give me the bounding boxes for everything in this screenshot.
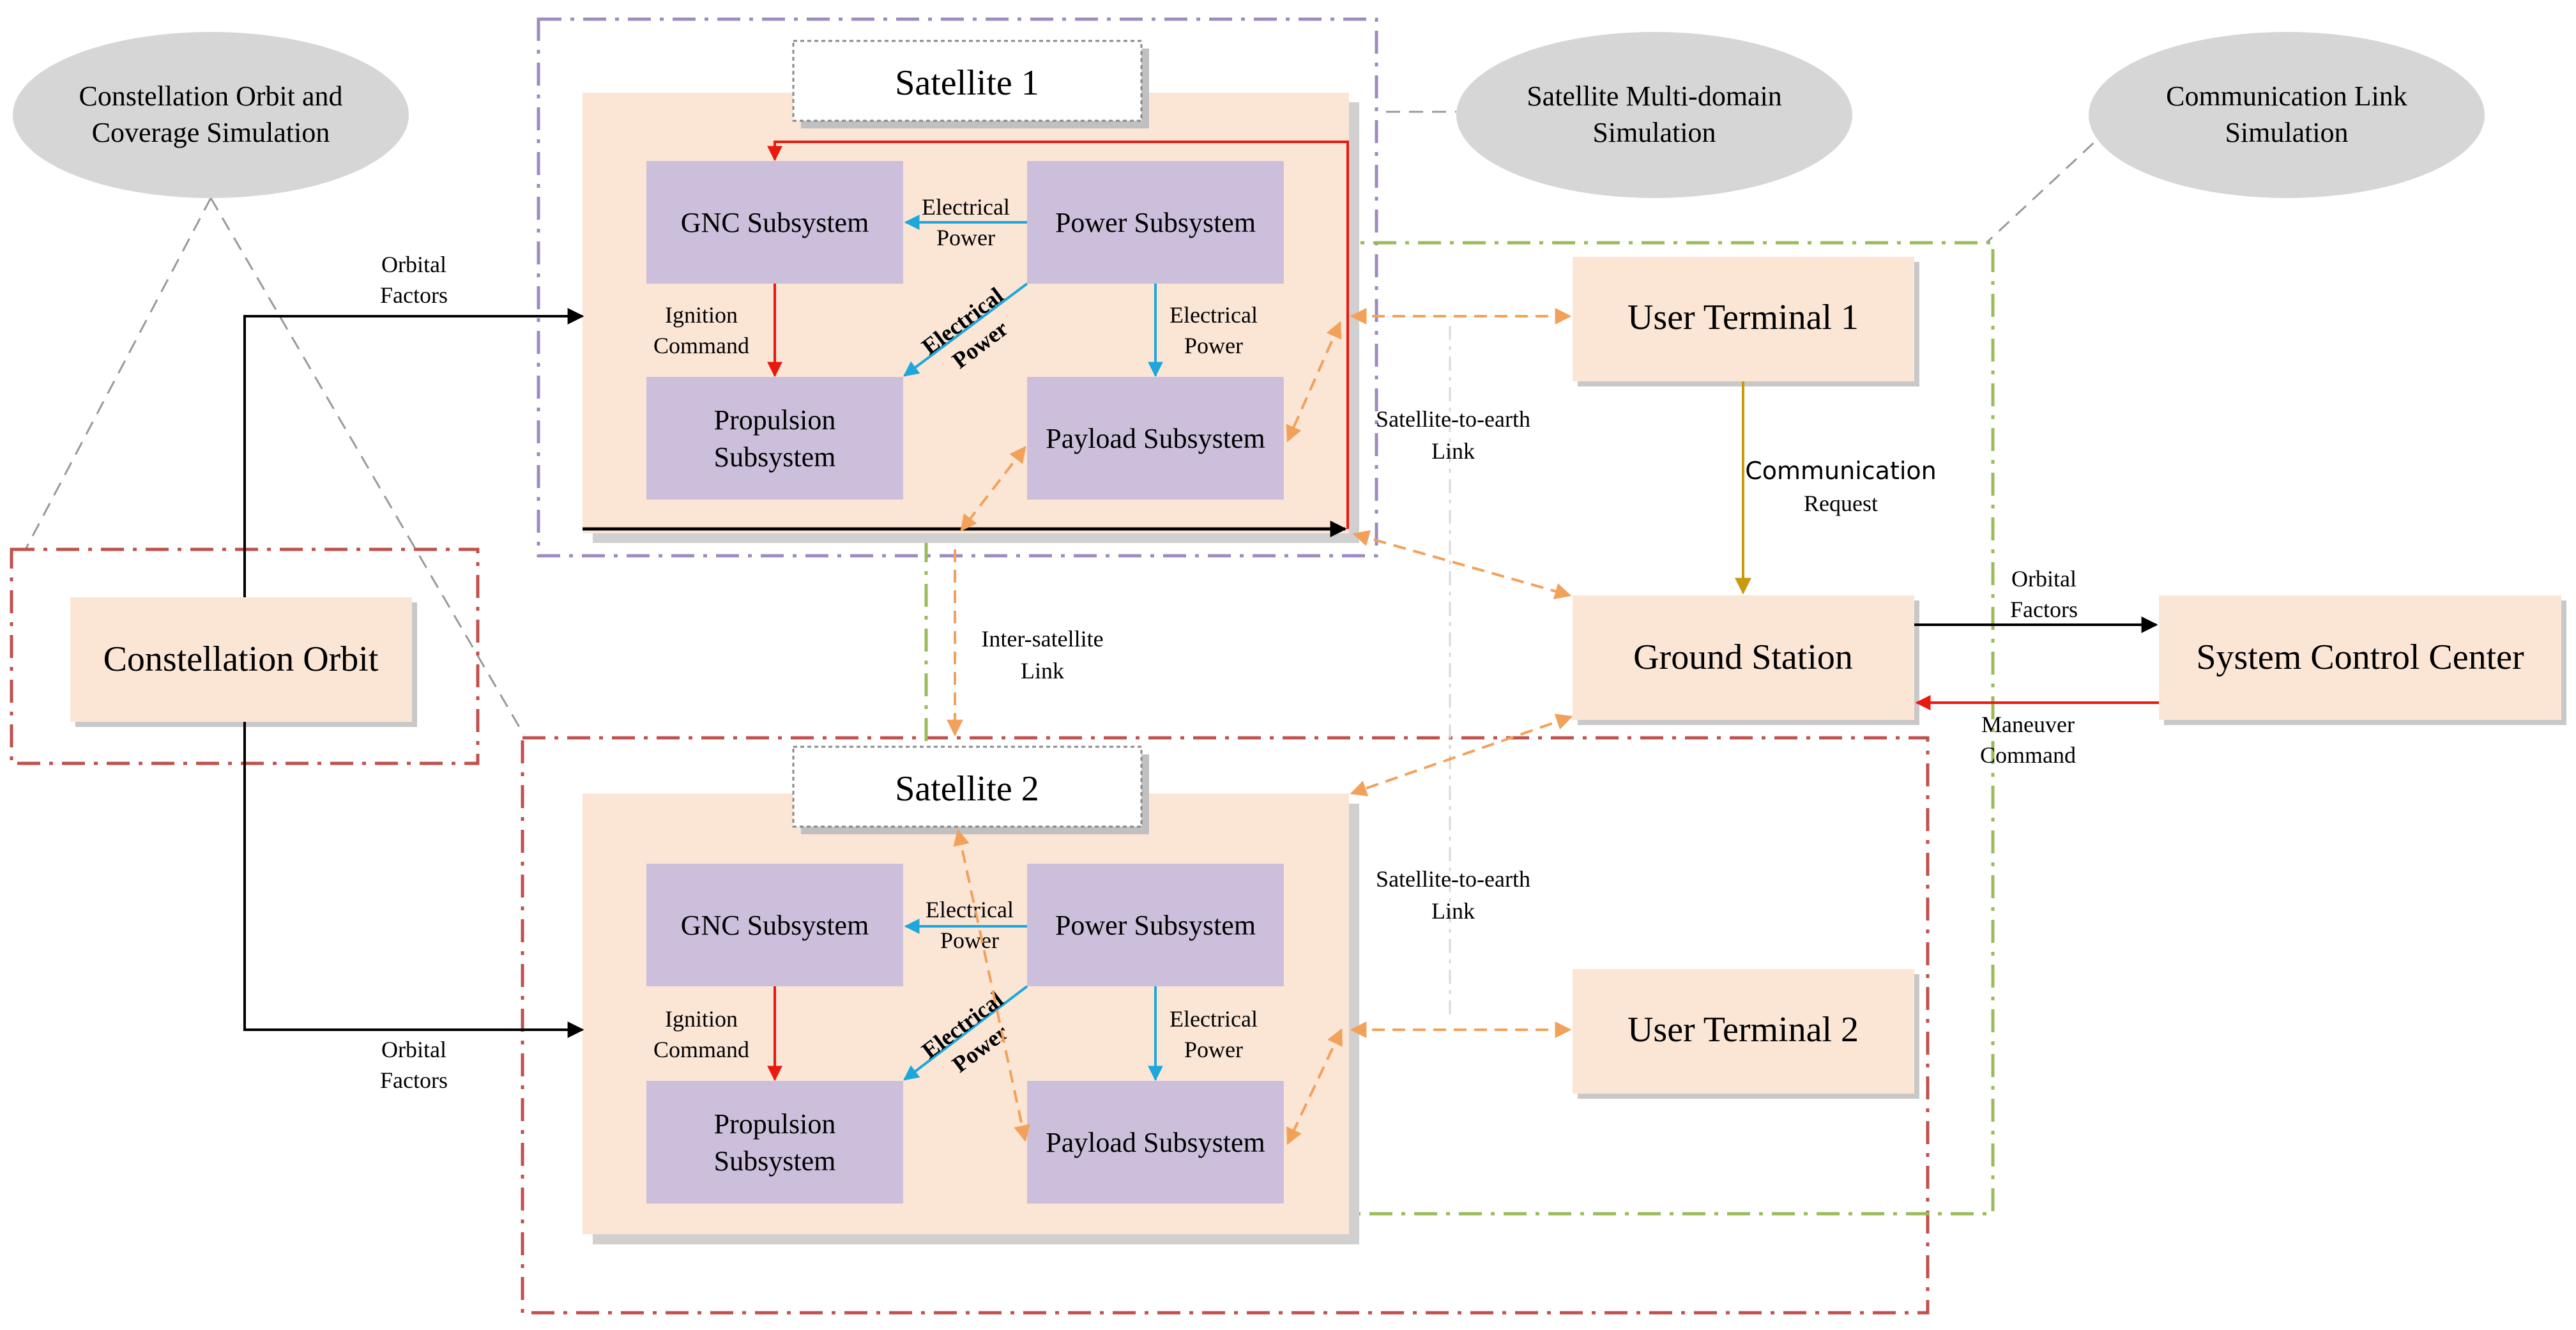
satellite2-title: Satellite 2	[895, 769, 1039, 809]
orange-links	[947, 308, 1573, 1145]
power-to-gnc-label-2: Power	[940, 928, 999, 953]
orbital-factors-bottom-arrow	[243, 722, 584, 1038]
payload-subsystem-1-label: Payload Subsystem	[1046, 423, 1265, 454]
ellipse-text: Constellation Orbit and	[79, 80, 342, 112]
propulsion-subsystem-2	[646, 1081, 903, 1204]
constellation-sim-ellipse: Constellation Orbit and Coverage Simulat…	[13, 32, 409, 198]
satellite1-title-box	[792, 40, 1143, 122]
power-subsystem-1	[1027, 161, 1284, 284]
comm-link-frame	[924, 241, 1995, 1216]
ellipse-text: Simulation	[1592, 117, 1716, 148]
gnc-subsystem-2-label: GNC Subsystem	[681, 910, 869, 941]
sat-to-earth-1-label: Satellite-to-earth	[1376, 406, 1530, 432]
orbital-factors-bottom-label: Orbital	[381, 1037, 446, 1062]
maneuver-command-label: Command	[1980, 742, 2076, 768]
ellipse-text: Coverage Simulation	[92, 117, 330, 148]
ellipse-text: Satellite Multi-domain	[1527, 80, 1782, 112]
power-to-gnc-label-1: Power	[936, 225, 995, 250]
payload-subsystem-1	[1027, 377, 1284, 500]
gs-orbital-factors-label: Orbital	[2011, 566, 2077, 592]
orbital-factors-top-arrow	[243, 308, 584, 597]
satellite1: Satellite 1 GNC Subsystem Power Subsyste…	[583, 40, 1359, 543]
orbital-factors-top-label: Orbital	[381, 252, 446, 277]
comm-link-sim-ellipse: Communication Link Simulation	[2089, 32, 2485, 198]
propulsion-subsystem-1-label: Propulsion	[714, 404, 836, 436]
payload-subsystem-2	[1027, 1081, 1284, 1204]
multidomain-sim-ellipse: Satellite Multi-domain Simulation	[1456, 32, 1852, 198]
ignition-label-1: Ignition	[665, 302, 738, 328]
satellite1-frame	[537, 17, 1378, 558]
ground-station-node: Ground Station	[1573, 595, 1919, 725]
user-terminal-2-label: User Terminal 2	[1627, 1010, 1859, 1050]
power-subsystem-2	[1027, 864, 1284, 986]
power-subsystem-2-label: Power Subsystem	[1055, 910, 1256, 941]
inter-satellite-label: Inter-satellite	[981, 626, 1103, 652]
ellipse-text: Communication Link	[2166, 80, 2407, 112]
sat-to-earth-1-label: Link	[1431, 438, 1475, 464]
satellite1-title: Satellite 1	[895, 63, 1039, 103]
ellipse-text: Simulation	[2225, 117, 2348, 148]
ignition-label-1: Command	[653, 333, 749, 358]
user-terminal-1-node: User Terminal 1	[1573, 257, 1919, 386]
satellite2-frame	[521, 736, 1930, 1315]
gnc-subsystem-2	[646, 864, 903, 986]
power-to-gnc-label-1: Electrical	[922, 194, 1010, 220]
propulsion-subsystem-1-label: Subsystem	[714, 441, 836, 473]
power-to-payload-label-2: Power	[1184, 1037, 1243, 1062]
communication-label: Communication	[1745, 457, 1937, 485]
power-to-gnc-label-2: Electrical	[926, 897, 1014, 922]
feedback-loop-1	[767, 141, 1349, 529]
gnc-subsystem-1-label: GNC Subsystem	[681, 207, 869, 238]
orbital-factors-bottom-label: Factors	[380, 1067, 448, 1093]
constellation-orbit-node: Constellation Orbit	[70, 597, 417, 727]
system-control-center-node: System Control Center	[2159, 595, 2566, 725]
maneuver-command-label: Maneuver	[1981, 712, 2075, 737]
satellite2: Satellite 2 GNC Subsystem Power Subsyste…	[583, 745, 1359, 1244]
power-to-payload-label-1: Electrical	[1170, 302, 1258, 328]
gnc-subsystem-1	[646, 161, 903, 284]
sat-to-earth-2-label: Satellite-to-earth	[1376, 866, 1530, 892]
ignition-label-2: Command	[653, 1037, 749, 1062]
sat-to-earth-2-label: Link	[1431, 898, 1475, 924]
user-terminal-2-node: User Terminal 2	[1573, 969, 1919, 1099]
orbital-factors-top-label: Factors	[380, 282, 448, 308]
power-subsystem-1-label: Power Subsystem	[1055, 207, 1256, 238]
power-to-payload-label-1: Power	[1184, 333, 1243, 358]
ignition-label-2: Ignition	[665, 1006, 738, 1032]
power-to-propulsion-arrow-1	[903, 282, 1028, 377]
payload-subsystem-2-label: Payload Subsystem	[1046, 1127, 1265, 1158]
satellite2-title-box	[792, 745, 1143, 828]
request-label: Request	[1804, 491, 1878, 516]
constellation-orbit-label: Constellation Orbit	[103, 639, 379, 679]
gs-orbital-factors-label: Factors	[2010, 597, 2078, 622]
propulsion-subsystem-2-label: Propulsion	[714, 1108, 836, 1140]
propulsion-subsystem-2-label: Subsystem	[714, 1145, 836, 1177]
ground-station-label: Ground Station	[1633, 638, 1853, 677]
user-terminal-1-label: User Terminal 1	[1627, 298, 1859, 337]
propulsion-subsystem-1	[646, 377, 903, 500]
power-to-payload-label-2: Electrical	[1170, 1006, 1258, 1032]
inter-satellite-label: Link	[1021, 658, 1064, 684]
system-control-center-label: System Control Center	[2196, 638, 2524, 677]
